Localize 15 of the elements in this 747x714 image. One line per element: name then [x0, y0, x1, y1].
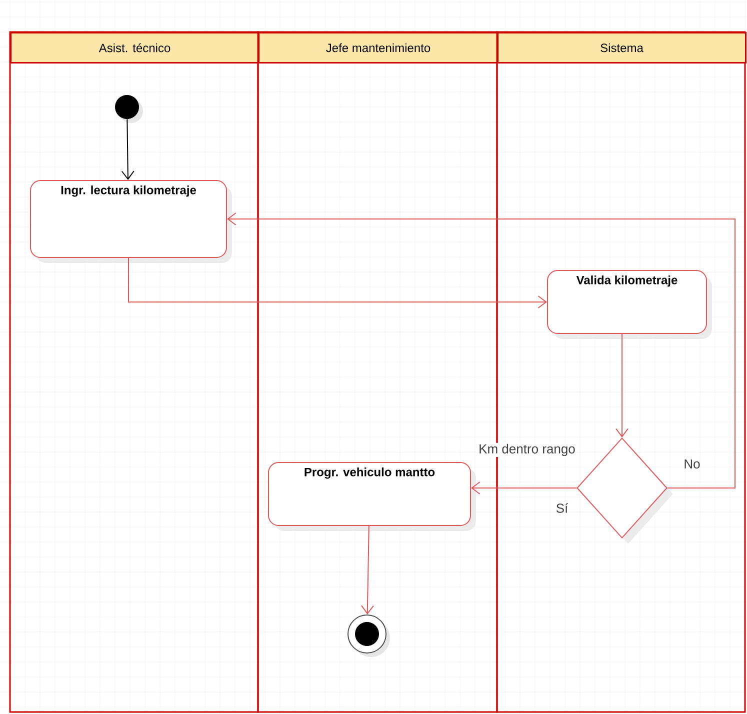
arrow — [616, 334, 628, 438]
decision-diamond — [576, 437, 673, 544]
start-node — [115, 95, 143, 123]
arrow — [121, 118, 134, 180]
edge-label: Sí — [556, 503, 568, 513]
activity-box: Progr. vehiculo mantto — [268, 462, 476, 531]
arrow — [361, 526, 374, 614]
end-node — [348, 614, 390, 657]
activity-box: Valida kilometraje — [547, 270, 712, 339]
arrow — [227, 212, 736, 488]
arrow — [128, 258, 547, 308]
activity-box: Ingr. lectura kilometraje — [30, 180, 232, 263]
arrow — [471, 482, 577, 494]
guard-label: Km dentro rango — [478, 442, 576, 458]
edge-label: No — [684, 459, 700, 469]
